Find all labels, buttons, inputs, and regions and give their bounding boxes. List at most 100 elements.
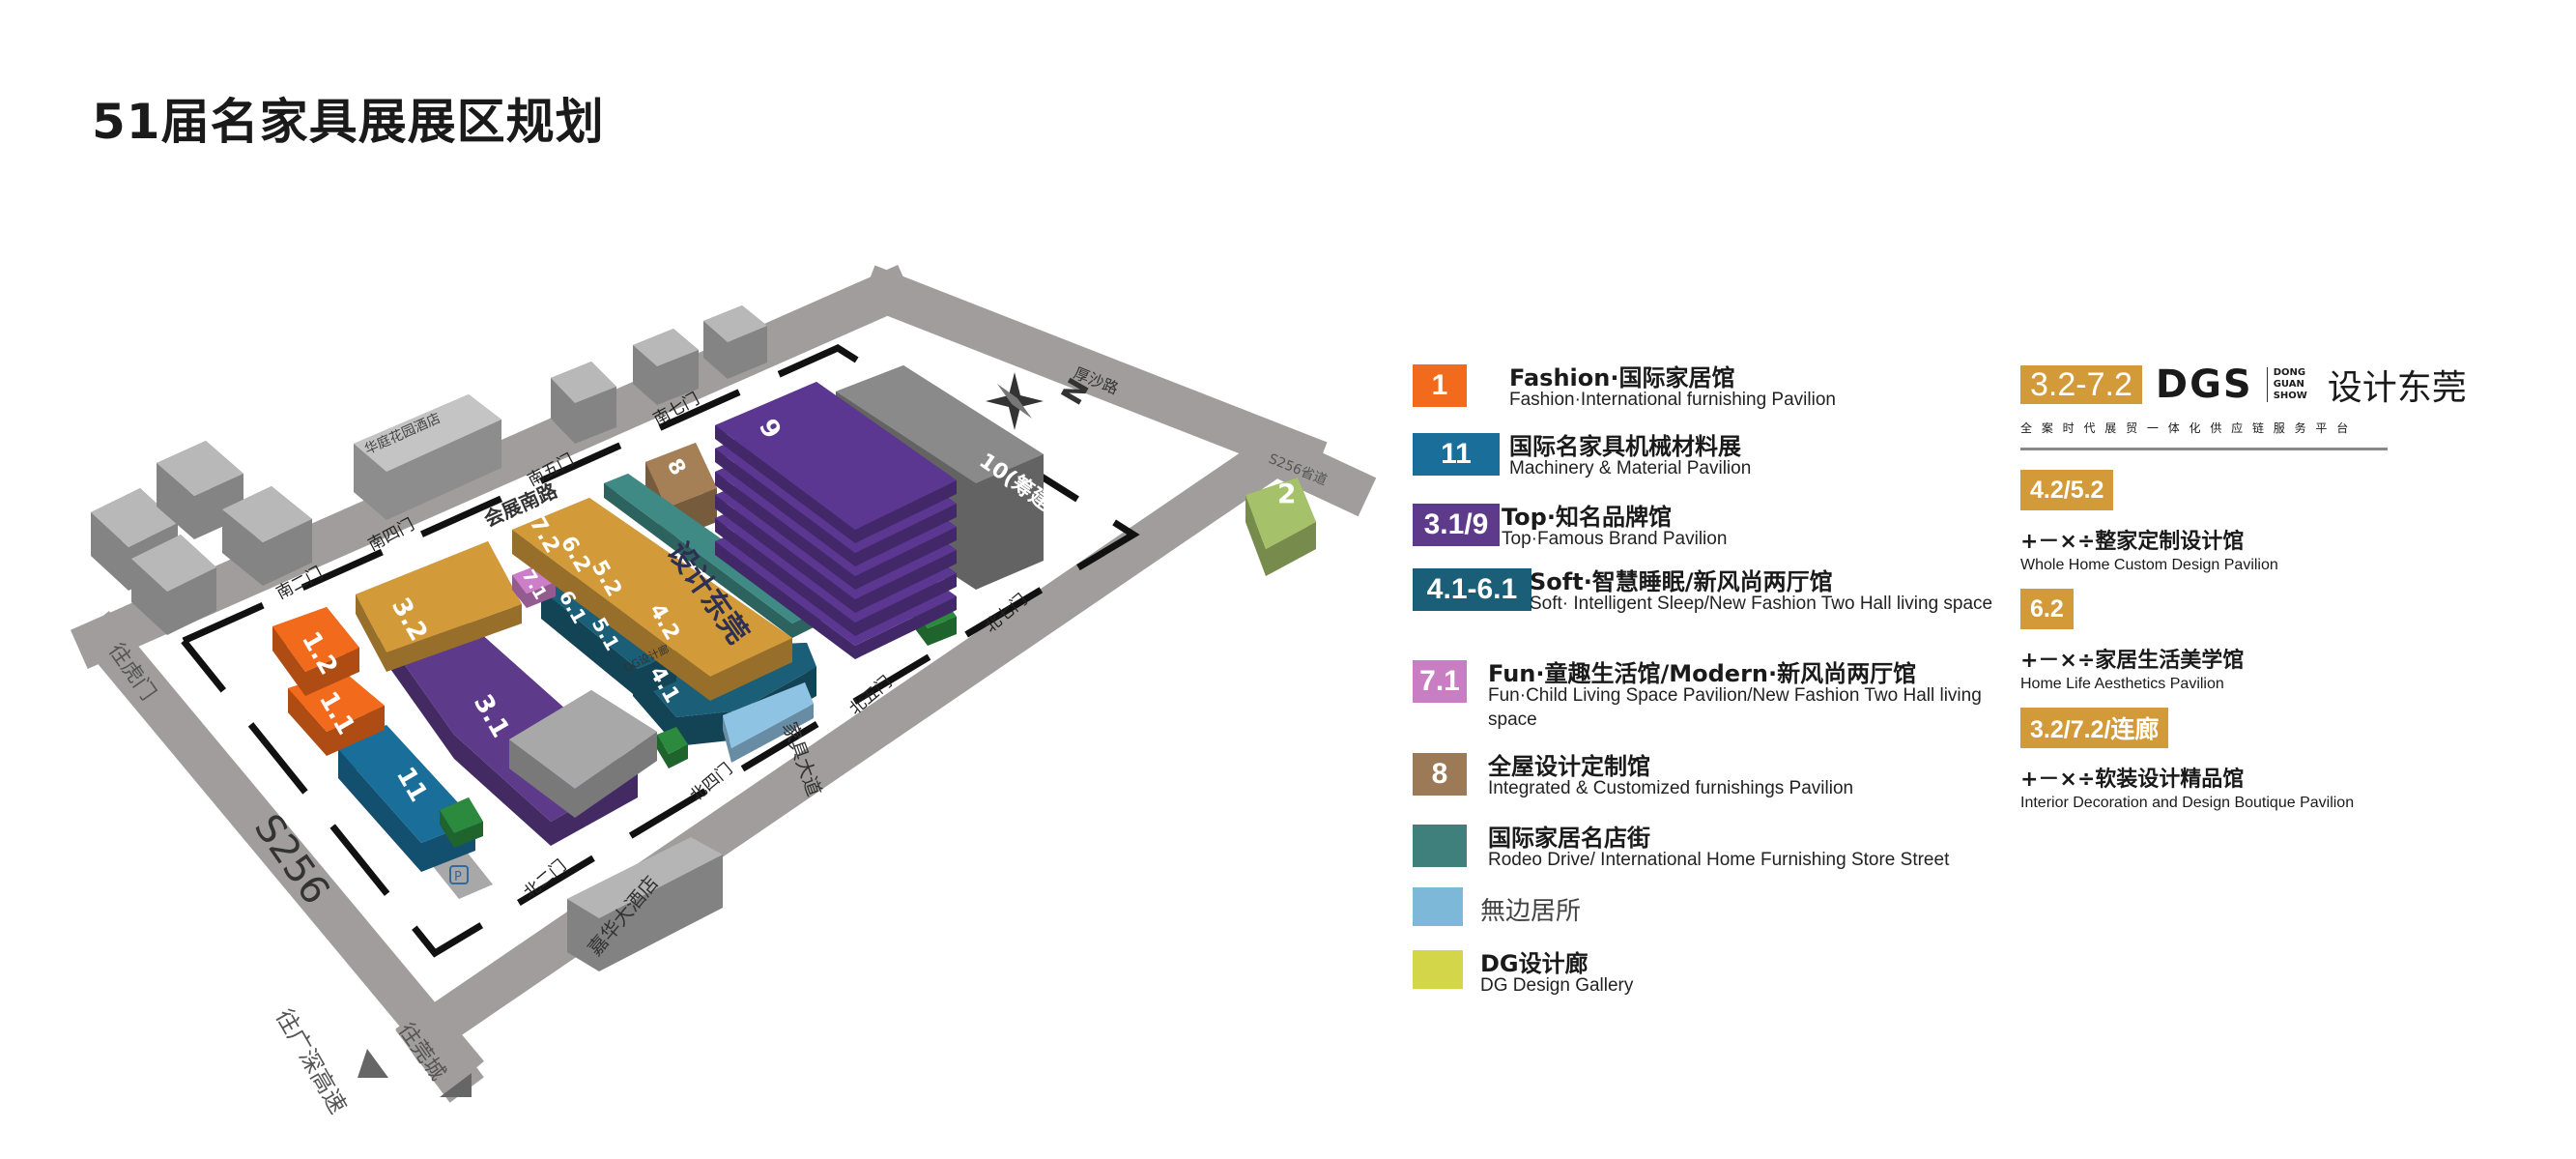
hall-9-floor-side: [715, 449, 855, 566]
legend-subtitle: Integrated & Customized furnishings Pavi…: [1488, 778, 1854, 798]
road-s256-prov: [1246, 425, 1377, 517]
legend-title: Fashion·国际家居馆: [1509, 364, 1735, 391]
building-block: [131, 535, 216, 592]
jiahua-hotel-building: [567, 837, 723, 918]
wubian-space-side: [731, 704, 814, 763]
dgs-item-title: +－×÷软装设计精品馆: [2020, 768, 2245, 792]
page-title: 51届名家具展展区规划: [92, 94, 605, 150]
dgs-item-title: +－×÷整家定制设计馆: [2020, 530, 2245, 554]
gate-north-4: 北四门: [686, 760, 736, 806]
hall-9-floor-side: [855, 527, 957, 590]
rodeo-drive-street-side: [604, 483, 792, 638]
dgs-item-subtitle: Home Life Aesthetics Pavilion: [2020, 676, 2224, 692]
legend-subtitle: Top·Famous Brand Pavilion: [1502, 529, 1728, 549]
dgs-item-subtitle: Whole Home Custom Design Pavilion: [2020, 557, 2278, 573]
service-box-side: [928, 617, 957, 646]
building-block-side: [703, 321, 728, 379]
building-block-side: [194, 474, 243, 539]
building-block: [157, 441, 243, 496]
legend-title: 国际家居名店街: [1488, 825, 1650, 852]
dgs-item: 4.2/5.2 +－×÷整家定制设计馆 Whole Home Custom De…: [2020, 470, 2278, 574]
hall-3-1-side: [551, 773, 638, 846]
divider: [2020, 448, 2388, 450]
legend-subtitle: Fun·Child Living Space Pavilion/New Fash…: [1488, 685, 1982, 730]
hall-9-floor-side: [855, 596, 957, 659]
building-block-side: [131, 559, 167, 635]
hall-3-2-side: [386, 604, 522, 672]
legend-subtitle: Rodeo Drive/ International Home Furnishi…: [1488, 850, 1950, 870]
hall-10-side: [976, 454, 1044, 590]
hall-9-floor-side: [715, 472, 855, 590]
building-block-side: [263, 519, 312, 586]
dgs-item-badge: 6.2: [2020, 589, 2074, 629]
hall-10: [836, 365, 1044, 483]
hall-2-side: [1245, 495, 1266, 576]
building-block-side: [157, 463, 194, 539]
hall-3-2: [356, 541, 522, 652]
building-block-side: [222, 509, 263, 586]
building-block-side: [91, 512, 129, 591]
legend-swatch: 3.1/9: [1413, 504, 1500, 546]
building-block: [633, 329, 699, 366]
dgs-item-subtitle: Interior Decoration and Design Boutique …: [2020, 795, 2355, 811]
legend-swatch: 8: [1413, 753, 1467, 796]
hall-2-side: [1266, 522, 1316, 576]
building-block: [551, 362, 616, 403]
road-housha: [859, 265, 1328, 482]
center-gray-building: [509, 690, 657, 789]
road-label-to-expressway: 往广深高速: [271, 1004, 352, 1118]
parking-icon: P: [449, 865, 469, 884]
dgs-item-badge: 3.2/7.2/连廊: [2020, 708, 2169, 748]
dgs-logo: DGS: [2155, 362, 2253, 407]
jiahua-hotel-building-side: [567, 899, 599, 971]
hall-label-2: 2: [1277, 478, 1296, 509]
legend-title: Top·知名品牌馆: [1502, 504, 1672, 531]
building-block: [91, 488, 178, 547]
service-box: [440, 797, 483, 833]
dgs-logo-en: DONG GUAN SHOW: [2266, 367, 2314, 402]
legend-swatch: [1413, 825, 1467, 867]
dgs-item: 6.2 +－×÷家居生活美学馆 Home Life Aesthetics Pav…: [2020, 589, 2244, 693]
legend-title: 無边居所: [1480, 897, 1582, 926]
hall-7-1-side: [512, 575, 527, 608]
building-block-side: [728, 326, 767, 379]
legend-swatch: [1413, 950, 1463, 989]
dgs-brand-header: 3.2-7.2 DGS DONG GUAN SHOW 设计东莞 全 案 时 代 …: [2020, 360, 2467, 450]
legend-swatch: [1413, 887, 1463, 926]
legend-title: Soft·智慧睡眠/新风尚两厅馆: [1530, 568, 1833, 595]
hall-9-floor-side: [715, 541, 855, 659]
huating-hotel-building-side: [386, 420, 501, 520]
hall-9-floor-side: [715, 495, 855, 613]
hall-3-1-side: [454, 735, 551, 846]
legend-subtitle: Machinery & Material Pavilion: [1509, 458, 1752, 478]
service-box-side: [440, 810, 454, 848]
road-north: [395, 424, 1305, 1064]
hall-1-2: [272, 607, 359, 672]
road-s256: [76, 611, 484, 1088]
legend-title: DG设计廊: [1480, 950, 1589, 977]
hall-3-2-side: [356, 594, 386, 672]
hall-9-floor-side: [855, 573, 957, 636]
legend-swatch: 1: [1413, 364, 1467, 407]
road-to-guancheng: [395, 1004, 484, 1103]
svg-text:P: P: [454, 870, 462, 884]
hall-1-1-side: [327, 706, 385, 756]
building-block-side: [167, 567, 216, 635]
hall-9-floor-side: [855, 550, 957, 613]
legend-swatch: 7.1: [1413, 660, 1467, 703]
legend-title: Fun·童趣生活馆/Modern·新风尚两厅馆: [1488, 660, 1917, 687]
legend-title: 全屋设计定制馆: [1488, 753, 1650, 780]
wubian-space-side: [723, 715, 731, 763]
dgs-item: 3.2/7.2/连廊 +－×÷软装设计精品馆 Interior Decorati…: [2020, 708, 2354, 812]
service-box: [657, 727, 688, 754]
legend-swatch: 11: [1413, 433, 1500, 476]
arrow-to-expressway: [358, 1049, 388, 1078]
arrow-to-guancheng: [440, 1073, 472, 1097]
dgs-logo-cn: 设计东莞: [2327, 368, 2467, 408]
hall-7-1-side: [527, 582, 556, 608]
building-block-side: [551, 378, 575, 444]
jiahua-hotel-building-side: [599, 855, 723, 971]
hall-2: [1245, 478, 1316, 549]
building-block-side: [657, 350, 699, 405]
hall-1-2-side: [305, 648, 359, 696]
